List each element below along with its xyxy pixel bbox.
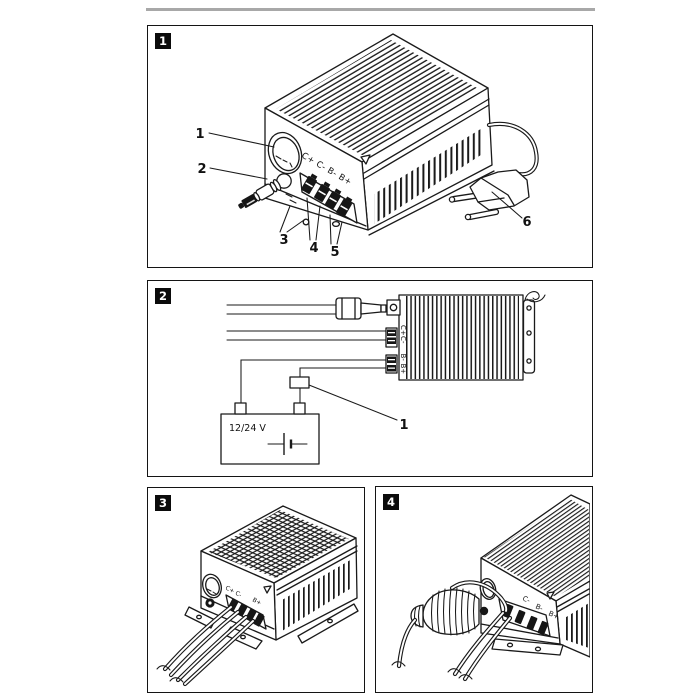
alignment-mark-icon bbox=[263, 585, 272, 594]
cooling-fins bbox=[276, 40, 477, 156]
alignment-mark-icon bbox=[360, 154, 371, 165]
dc-socket-and-plug bbox=[238, 173, 297, 209]
cooling-fins bbox=[484, 499, 589, 597]
alignment-mark-icon bbox=[546, 591, 555, 600]
side-vent-slots bbox=[563, 603, 589, 648]
callout-5-label: 5 bbox=[330, 245, 339, 260]
b-plus-wire bbox=[299, 367, 387, 404]
battery-post-positive bbox=[293, 402, 306, 415]
mains-cable bbox=[486, 121, 539, 177]
fuse bbox=[289, 376, 310, 389]
b-minus-wire bbox=[240, 359, 387, 404]
mains-plug bbox=[448, 169, 530, 221]
callout-2-label: 2 bbox=[197, 162, 206, 177]
power-supply-unit bbox=[264, 33, 495, 236]
cable-stub bbox=[524, 291, 546, 303]
battery-post-negative bbox=[234, 402, 247, 415]
callouts: 1 2 3 4 5 6 bbox=[195, 127, 531, 260]
connection-cables bbox=[391, 580, 513, 682]
battery-symbol-icon bbox=[267, 433, 308, 455]
mounting-dash-marks bbox=[285, 193, 297, 204]
terminal-label-c-minus: C- bbox=[521, 595, 531, 606]
figure-1-panel: C+ C- B- B+ bbox=[147, 25, 593, 268]
side-vent-slots bbox=[374, 127, 484, 224]
side-vent-slots bbox=[282, 559, 353, 631]
plug-wires bbox=[226, 304, 337, 315]
terminal-label-c-plus: C+ bbox=[399, 325, 407, 336]
page-top-rule bbox=[146, 8, 595, 11]
wiring bbox=[226, 304, 387, 404]
cable-break-mark bbox=[391, 661, 473, 680]
terminal-label-b-minus: B- bbox=[534, 603, 544, 613]
figure-2-badge: 2 bbox=[155, 288, 171, 304]
terminal-block-b bbox=[385, 354, 398, 374]
figure-2-panel: C+ C- B- B+ 12/2 bbox=[147, 280, 593, 477]
power-supply-unit bbox=[480, 494, 590, 658]
dc-plug bbox=[238, 179, 282, 209]
figure-3-drawing: C+ C- B+ bbox=[156, 505, 359, 687]
figure-1-drawing: C+ C- B- B+ bbox=[195, 33, 539, 260]
power-supply-unit-side: C+ C- B- B+ bbox=[385, 291, 546, 381]
voltage-gauge bbox=[202, 573, 222, 599]
dc-plug bbox=[335, 297, 387, 320]
strain-relief-boot bbox=[410, 587, 480, 636]
base-edge bbox=[368, 170, 495, 236]
lip-screw bbox=[331, 220, 341, 228]
figure-2-drawing: C+ C- B- B+ 12/2 bbox=[220, 291, 546, 465]
figure-4-drawing: C- B- B+ bbox=[391, 494, 590, 682]
terminal-label-b-plus: B+ bbox=[399, 364, 407, 375]
cable-break-mark bbox=[156, 665, 184, 683]
figure-4-panel: C- B- B+ bbox=[375, 486, 593, 693]
callout-6-label: 6 bbox=[522, 215, 531, 230]
figure-3-badge: 3 bbox=[155, 495, 171, 511]
connection-cables bbox=[156, 604, 256, 687]
cooling-fins bbox=[405, 296, 519, 379]
battery-voltage-label: 12/24 V bbox=[229, 423, 266, 434]
battery: 12/24 V bbox=[220, 402, 320, 465]
mounting-flange bbox=[297, 603, 359, 644]
callout-1-label: 1 bbox=[399, 418, 408, 433]
terminal-label-c-minus: C- bbox=[399, 336, 407, 344]
voltage-gauge bbox=[267, 131, 303, 175]
callout-3-label: 3 bbox=[279, 233, 288, 248]
terminal-label-right: B+ bbox=[251, 597, 262, 607]
callouts: 1 bbox=[308, 384, 409, 433]
dc-socket bbox=[479, 606, 489, 616]
terminal-label-b-plus: B+ bbox=[547, 610, 560, 622]
side-ridge-lines bbox=[363, 98, 490, 180]
terminal-label-b-minus: B- bbox=[399, 354, 407, 362]
figure-4-badge: 4 bbox=[383, 494, 399, 510]
terminal-block: C+ C- B+ bbox=[224, 585, 267, 630]
terminal-block: C- B- B+ bbox=[498, 595, 560, 637]
c-wires bbox=[226, 330, 387, 341]
callout-1-label: 1 bbox=[195, 127, 204, 142]
callout-4-label: 4 bbox=[309, 241, 318, 256]
figure-1-badge: 1 bbox=[155, 33, 171, 49]
figure-3-panel: C+ C- B+ bbox=[147, 487, 365, 693]
terminal-clamps bbox=[301, 173, 353, 218]
